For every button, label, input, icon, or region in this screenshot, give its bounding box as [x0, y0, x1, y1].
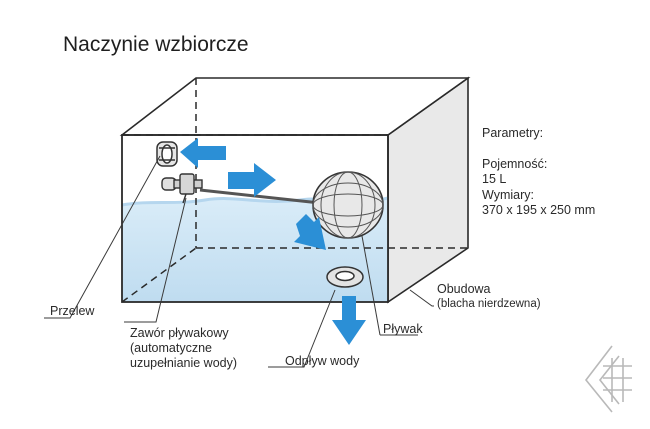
brand-logo-icon — [584, 345, 632, 413]
housing-label: Obudowa — [437, 282, 491, 296]
float-rod — [199, 188, 321, 205]
capacity-label: Pojemność: — [482, 156, 548, 171]
dimensions-value: 370 x 195 x 250 mm — [482, 203, 596, 217]
float-valve-note-2: uzupełnianie wody) — [130, 356, 238, 370]
capacity-value: 15 L — [482, 172, 507, 186]
leader-lines — [44, 155, 434, 368]
float-valve-note-1: (automatyczne — [130, 341, 212, 355]
housing-note: (blacha nierdzewna) — [437, 298, 541, 310]
arrow-overflow-left — [180, 138, 226, 168]
float-label: Pływak — [383, 322, 423, 336]
tank-front-face — [121, 134, 389, 303]
overflow-nut — [156, 141, 178, 167]
float-ball — [312, 171, 384, 239]
dimensions-label: Wymiary: — [482, 187, 534, 202]
parameters-panel: Parametry: Pojemność: 15 L Wymiary: 370 … — [482, 126, 595, 219]
diagram-title: Naczynie wzbiorcze — [63, 33, 249, 56]
flow-arrows — [180, 138, 366, 345]
overflow-label: Przelew — [50, 304, 95, 318]
arrow-diagonal — [294, 214, 326, 250]
drain-nut — [326, 266, 364, 288]
float-valve — [161, 173, 203, 204]
parameters-heading: Parametry: — [482, 126, 544, 140]
arrow-inflow-right — [228, 163, 276, 197]
arrow-drain-down — [332, 296, 366, 345]
float-valve-label: Zawór pływakowy — [130, 326, 229, 340]
drain-label: Odpływ wody — [285, 354, 360, 368]
